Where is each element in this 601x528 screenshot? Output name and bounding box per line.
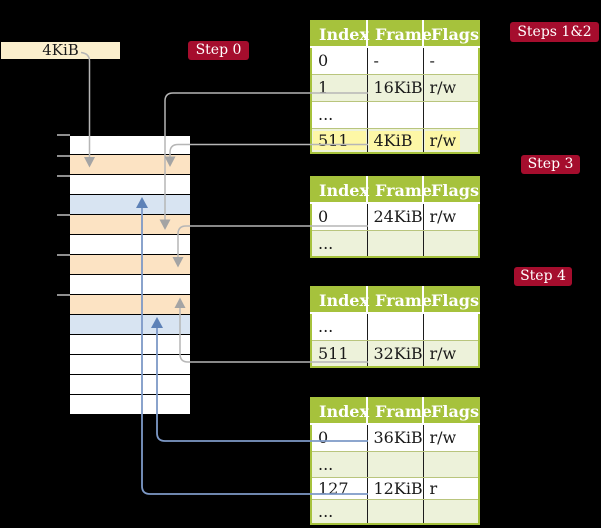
cell-frame: 16KiB [367,74,424,102]
column-header: Frame [367,398,432,425]
physical-memory-stack [70,135,190,415]
cell-flags: r [423,477,479,500]
address-tick [57,214,70,216]
memory-row-white [70,275,190,295]
address-tick [57,155,70,157]
cell-flags: r/w [423,128,479,154]
cell-index: ... [311,451,368,478]
memory-row-orange [70,215,190,235]
column-header: Frame [367,287,432,314]
cell-index: ... [311,313,368,341]
badge-steps-1-2: Steps 1&2 [510,22,599,42]
cell-flags [423,499,479,525]
cell-frame: 36KiB [367,424,424,452]
table-row: ... [311,230,479,258]
cell-frame [367,499,424,525]
cell-flags: r/w [423,74,479,102]
table-row: ... [311,313,479,341]
address-tick [57,134,70,136]
cell-flags [423,230,479,258]
memory-row-white [70,235,190,255]
column-header: Index [311,21,369,48]
column-header: Flags [423,177,479,204]
cell-index: 0 [311,47,368,75]
column-header: Flags [423,287,479,314]
table-row: 0-- [311,47,479,75]
cell-index: ... [311,499,368,525]
cell-flags [423,313,479,341]
cell-index: 1 [311,74,368,102]
cell-flags [423,451,479,478]
table-row: ... [311,451,479,478]
cell-frame [367,313,424,341]
cell-index: 0 [311,203,368,231]
column-header: Flags [423,21,479,48]
memory-row-white [70,175,190,195]
cell-index: 511 [311,340,368,368]
table-row: ... [311,499,479,525]
column-header: Index [311,398,369,425]
cell-frame: 12KiB [367,477,424,500]
cell-index: 127 [311,477,368,500]
column-header: Index [311,287,369,314]
memory-row-blue [70,315,190,335]
cell-frame: 24KiB [367,203,424,231]
highlighted-value: r/w [424,130,461,150]
address-tick [57,254,70,256]
cell-frame: 32KiB [367,340,424,368]
memory-row-white [70,135,190,155]
column-header: Frame [367,177,432,204]
memory-row-white [70,335,190,355]
cell-frame [367,230,424,258]
cell-index: ... [311,101,368,129]
cell-flags: r/w [423,203,479,231]
badge-step-0: Step 0 [188,41,249,60]
badge-step-3: Step 3 [521,155,580,174]
memory-row-blue [70,195,190,215]
cell-flags: - [423,47,479,75]
address-tick [57,294,70,296]
cell-index: 0 [311,424,368,452]
cell-index: 511 [311,128,368,154]
memory-row-white [70,355,190,375]
memory-row-white [70,395,190,415]
memory-row-orange [70,255,190,275]
address-tick [57,175,70,177]
cell-flags: r/w [423,424,479,452]
highlighted-value: 511 [313,130,366,150]
highlighted-value: 4KiB [368,130,422,150]
column-header: Frame [367,21,432,48]
badge-step-4: Step 4 [514,267,572,286]
column-header: Index [311,177,369,204]
memory-row-white [70,375,190,395]
cell-flags: r/w [423,340,479,368]
cell-flags [423,101,479,129]
cell-frame: - [367,47,424,75]
frame-4kib-box: 4KiB [1,42,120,59]
cell-frame [367,451,424,478]
memory-row-orange [70,155,190,175]
cell-frame [367,101,424,129]
cell-frame: 4KiB [367,128,424,154]
cell-index: ... [311,230,368,258]
table-row: ... [311,101,479,129]
memory-row-orange [70,295,190,315]
column-header: Flags [423,398,479,425]
